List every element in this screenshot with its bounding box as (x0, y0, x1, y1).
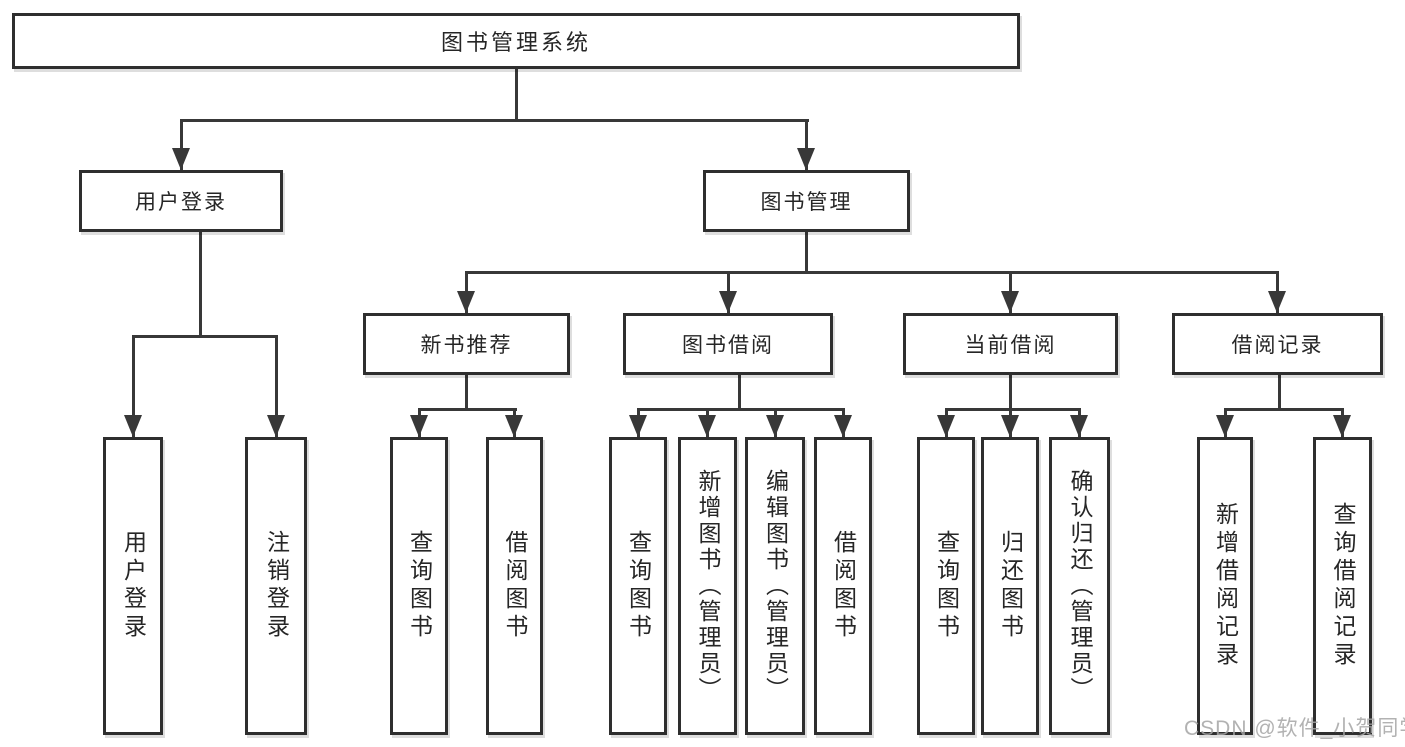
connector-drop-leaf (132, 335, 135, 437)
arrow-down-icon (267, 415, 285, 437)
leaf-label: 新增借阅记录 (1212, 502, 1239, 670)
arrow-down-icon (797, 148, 815, 170)
leaf-label: 查询图书 (933, 530, 960, 642)
connector-level2-rail (180, 119, 809, 122)
connector-user-login-rail (132, 335, 278, 338)
node-current-borrow: 当前借阅 (903, 313, 1118, 375)
node-label: 图书借阅 (682, 334, 774, 357)
node-new-book-recommend: 新书推荐 (363, 313, 570, 375)
node-label: 当前借阅 (964, 334, 1057, 357)
leaf-label: 归还图书 (997, 530, 1024, 642)
leaf-label: 编辑图书（管理员） (762, 469, 789, 703)
leaf-borrow-books-newrec: 借阅图书 (486, 437, 543, 735)
connector-current-borrow-rail (945, 408, 1081, 411)
leaf-query-books-borrow: 查询图书 (609, 437, 667, 735)
leaf-label: 确认归还（管理员） (1067, 469, 1093, 703)
leaf-edit-books-admin: 编辑图书（管理员） (745, 437, 805, 735)
node-label: 新书推荐 (420, 334, 513, 357)
arrow-down-icon (834, 415, 852, 437)
connector-new-book-stem (465, 373, 468, 408)
node-label: 图书管理系统 (440, 30, 591, 55)
leaf-label: 借阅图书 (830, 530, 857, 642)
connector-book-borrow-stem (738, 373, 741, 408)
arrow-down-icon (457, 291, 475, 313)
arrow-down-icon (410, 415, 428, 437)
node-book-borrow: 图书借阅 (623, 313, 833, 375)
leaf-label: 查询借阅记录 (1330, 502, 1356, 670)
arrow-down-icon (719, 291, 737, 313)
leaf-return-books: 归还图书 (981, 437, 1039, 735)
leaf-borrow-books-borrow: 借阅图书 (814, 437, 872, 735)
leaf-query-borrow-record: 查询借阅记录 (1313, 437, 1372, 735)
arrow-down-icon (698, 415, 716, 437)
leaf-label: 用户登录 (120, 530, 147, 642)
connector-drop-book-management (805, 119, 808, 170)
node-label: 用户登录 (135, 191, 227, 214)
connector-user-login-stem (199, 230, 202, 335)
arrow-down-icon (1216, 415, 1234, 437)
node-library-management-system: 图书管理系统 (12, 13, 1020, 69)
arrow-down-icon (629, 415, 647, 437)
arrow-down-icon (1001, 291, 1019, 313)
node-borrow-records: 借阅记录 (1172, 313, 1383, 375)
connector-drop-leaf (275, 335, 278, 437)
connector-root-stem (515, 68, 518, 119)
connector-current-borrow-stem (1009, 373, 1012, 408)
arrow-down-icon (937, 415, 955, 437)
arrow-down-icon (1268, 291, 1286, 313)
arrow-down-icon (124, 415, 142, 437)
arrow-down-icon (1070, 415, 1088, 437)
arrow-down-icon (1333, 415, 1351, 437)
arrow-down-icon (766, 415, 784, 437)
leaf-user-login: 用户登录 (103, 437, 163, 735)
leaf-logout: 注销登录 (245, 437, 307, 735)
node-book-management: 图书管理 (703, 170, 910, 232)
connector-level3-rail (465, 271, 1279, 274)
leaf-query-books-newrec: 查询图书 (390, 437, 448, 735)
node-label: 图书管理 (760, 191, 853, 214)
connector-drop-user-login (180, 119, 183, 170)
leaf-add-books-admin: 新增图书（管理员） (678, 437, 737, 735)
leaf-add-borrow-record: 新增借阅记录 (1197, 437, 1253, 735)
arrow-down-icon (505, 415, 523, 437)
watermark: CSDN @软件_小贺同学 (1184, 717, 1405, 740)
connector-new-book-rail (418, 408, 517, 411)
leaf-label: 新增图书（管理员） (695, 469, 721, 703)
arrow-down-icon (172, 148, 190, 170)
leaf-label: 注销登录 (263, 530, 290, 642)
connector-book-borrow-rail (637, 408, 845, 411)
leaf-confirm-return-admin: 确认归还（管理员） (1049, 437, 1110, 735)
connector-book-management-stem (805, 230, 808, 271)
arrow-down-icon (1001, 415, 1019, 437)
node-label: 借阅记录 (1231, 334, 1324, 357)
leaf-label: 借阅图书 (502, 530, 528, 642)
leaf-label: 查询图书 (625, 530, 652, 642)
leaf-query-books-current: 查询图书 (917, 437, 975, 735)
connector-borrow-records-stem (1278, 373, 1281, 408)
connector-borrow-records-rail (1224, 408, 1344, 411)
leaf-label: 查询图书 (406, 530, 433, 642)
node-user-login: 用户登录 (79, 170, 283, 232)
